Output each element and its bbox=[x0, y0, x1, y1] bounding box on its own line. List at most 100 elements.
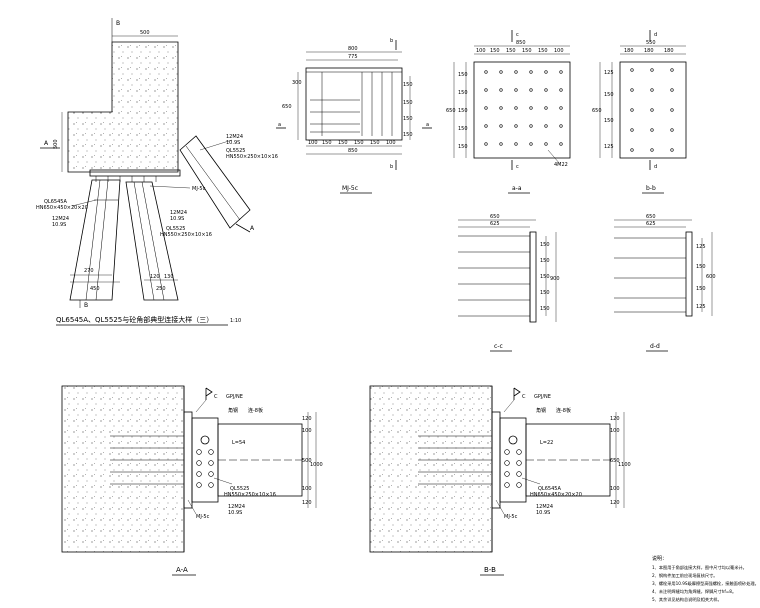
section-B-B: 120 100 650 100 120 1100 C GPJ/NE 角钢 连-8… bbox=[369, 385, 631, 576]
sbb-label-c: C bbox=[522, 394, 526, 400]
label-b-bottom: B bbox=[84, 302, 88, 309]
bolt-hole bbox=[670, 68, 674, 72]
section-A-A: 120 100 500 100 120 1000 C GPJ/NE 角钢 连-8… bbox=[61, 385, 323, 576]
sbb-note-mj: MJ-5c bbox=[504, 514, 518, 520]
bolt-head bbox=[504, 482, 510, 488]
saa-title: A-A bbox=[176, 566, 188, 574]
bolt-hole bbox=[529, 88, 533, 92]
bolt-hole bbox=[670, 108, 674, 112]
sbb-note-l: L=22 bbox=[540, 440, 553, 446]
bolt-head bbox=[196, 460, 202, 466]
dim-250: 250 bbox=[156, 286, 166, 292]
cc-dim-right-2: 150 bbox=[540, 274, 550, 280]
sbb-note-beam: QL6545A bbox=[538, 486, 561, 492]
mj-dim-right-3: 150 bbox=[403, 132, 413, 138]
bolt-hole bbox=[544, 88, 548, 92]
saa-dim-total: 1000 bbox=[310, 462, 323, 468]
saa-label-c: C bbox=[214, 394, 218, 400]
mj-dim-bot-3: 150 bbox=[354, 140, 364, 146]
bolt-hole bbox=[559, 106, 563, 110]
mj-label-a-left: a bbox=[278, 122, 281, 128]
bb-label-d-top: d bbox=[654, 32, 657, 38]
bolt-hole bbox=[559, 70, 563, 74]
mj-dim-bot-2: 150 bbox=[338, 140, 348, 146]
bb-label-d-bot: d bbox=[654, 164, 657, 170]
mj-dim-left-1: 650 bbox=[282, 104, 292, 110]
saa-note-beam: QL5525 bbox=[230, 486, 249, 492]
mj-dim-top-1: 775 bbox=[348, 54, 358, 60]
mj-label-b-top: b bbox=[390, 38, 393, 44]
main-detail: B 500 500 A 270 450 12 bbox=[36, 18, 278, 326]
bolt-head bbox=[516, 449, 522, 455]
bolt-hole bbox=[499, 70, 503, 74]
saa-dim-1: 100 bbox=[302, 428, 312, 434]
mj-dim-bot-5: 100 bbox=[386, 140, 396, 146]
dd-dim-top-1: 625 bbox=[646, 221, 656, 227]
dim-270: 270 bbox=[84, 268, 94, 274]
cc-title: c-c bbox=[494, 343, 503, 350]
dd-dim-right-0: 125 bbox=[696, 244, 706, 250]
saa-note-mj: MJ-5c bbox=[196, 514, 210, 520]
aa-dim-left-3: 150 bbox=[458, 126, 468, 132]
mj-dim-left-0: 300 bbox=[292, 80, 302, 86]
bolt-head bbox=[196, 449, 202, 455]
saa-dim-4: 120 bbox=[302, 500, 312, 506]
sbb-dim-3: 100 bbox=[610, 486, 620, 492]
bb-dim-left-0: 125 bbox=[604, 70, 614, 76]
note-109sc: 10.9S bbox=[170, 216, 184, 222]
aa-dim-left-0: 150 bbox=[458, 72, 468, 78]
mj-dim-bot-1: 150 bbox=[322, 140, 332, 146]
note-109s: 10.9S bbox=[226, 140, 240, 146]
bolt-hole bbox=[529, 70, 533, 74]
cc-dim-right-0: 150 bbox=[540, 242, 550, 248]
aa-dim-top-3: 150 bbox=[522, 48, 532, 54]
saa-dim-3: 100 bbox=[302, 486, 312, 492]
cc-dim-right-4: 150 bbox=[540, 306, 550, 312]
bolt-hole bbox=[630, 68, 634, 72]
aa-dim-left-2: 150 bbox=[458, 108, 468, 114]
section-c-c: 650 625 150 150 150 150 150 900 c-c bbox=[458, 214, 560, 352]
bolt-head bbox=[196, 482, 202, 488]
bolt-head bbox=[208, 460, 214, 466]
bolt-hole bbox=[514, 142, 518, 146]
saa-note-l: L=54 bbox=[232, 440, 245, 446]
bolt-head bbox=[208, 449, 214, 455]
aa-label-c-bot: c bbox=[516, 164, 519, 170]
aa-dim-left-1: 150 bbox=[458, 90, 468, 96]
section-b-b: 180 180 180 550 125 150 150 125 650 d d … bbox=[592, 30, 687, 194]
bb-dim-left-1: 150 bbox=[604, 92, 614, 98]
aa-dim-total: 850 bbox=[516, 40, 526, 46]
sbb-note-top: 角钢 bbox=[536, 407, 546, 414]
note-ql5525b-size: HN550×250×10×16 bbox=[160, 232, 212, 238]
aa-dim-top-4: 150 bbox=[538, 48, 548, 54]
bolt-hole bbox=[544, 142, 548, 146]
bolt-hole bbox=[559, 124, 563, 128]
beam-ql6545a bbox=[69, 179, 121, 301]
bolt-hole bbox=[670, 88, 674, 92]
beam-ql5525-lower bbox=[125, 181, 179, 301]
bolt-hole bbox=[650, 148, 654, 152]
note-ql6545a-size: HN650×450×20×20 bbox=[36, 205, 88, 211]
mj-dim-right-1: 150 bbox=[403, 100, 413, 106]
note-12m24b: 12M24 bbox=[52, 216, 69, 222]
saa-note-top2: 连-8板 bbox=[248, 407, 263, 414]
section-d-d: 650 625 125 150 150 125 600 d-d bbox=[614, 214, 716, 352]
sbb-dim-1: 100 bbox=[610, 428, 620, 434]
sbb-note-beam-size: HN650×450×20×20 bbox=[530, 492, 582, 498]
bolt-hole bbox=[630, 108, 634, 112]
bolt-hole bbox=[484, 88, 488, 92]
note-109sb: 10.9S bbox=[52, 222, 66, 228]
notes-title: 说明： bbox=[652, 555, 667, 562]
label-b-top: B bbox=[116, 20, 120, 27]
dd-dim-side: 600 bbox=[706, 274, 716, 280]
dd-dim-right-2: 150 bbox=[696, 286, 706, 292]
note-12m24a: 12M24 bbox=[226, 134, 243, 140]
saa-note-top: 角钢 bbox=[228, 407, 238, 414]
bolt-hole bbox=[499, 106, 503, 110]
bolt-hole bbox=[529, 142, 533, 146]
note-mj: MJ-5c bbox=[192, 186, 206, 192]
sbb-note-bolt: 12M24 bbox=[536, 504, 553, 510]
saa-note-bolt2: 10.9S bbox=[228, 510, 242, 516]
aa-dim-left-4: 150 bbox=[458, 144, 468, 150]
